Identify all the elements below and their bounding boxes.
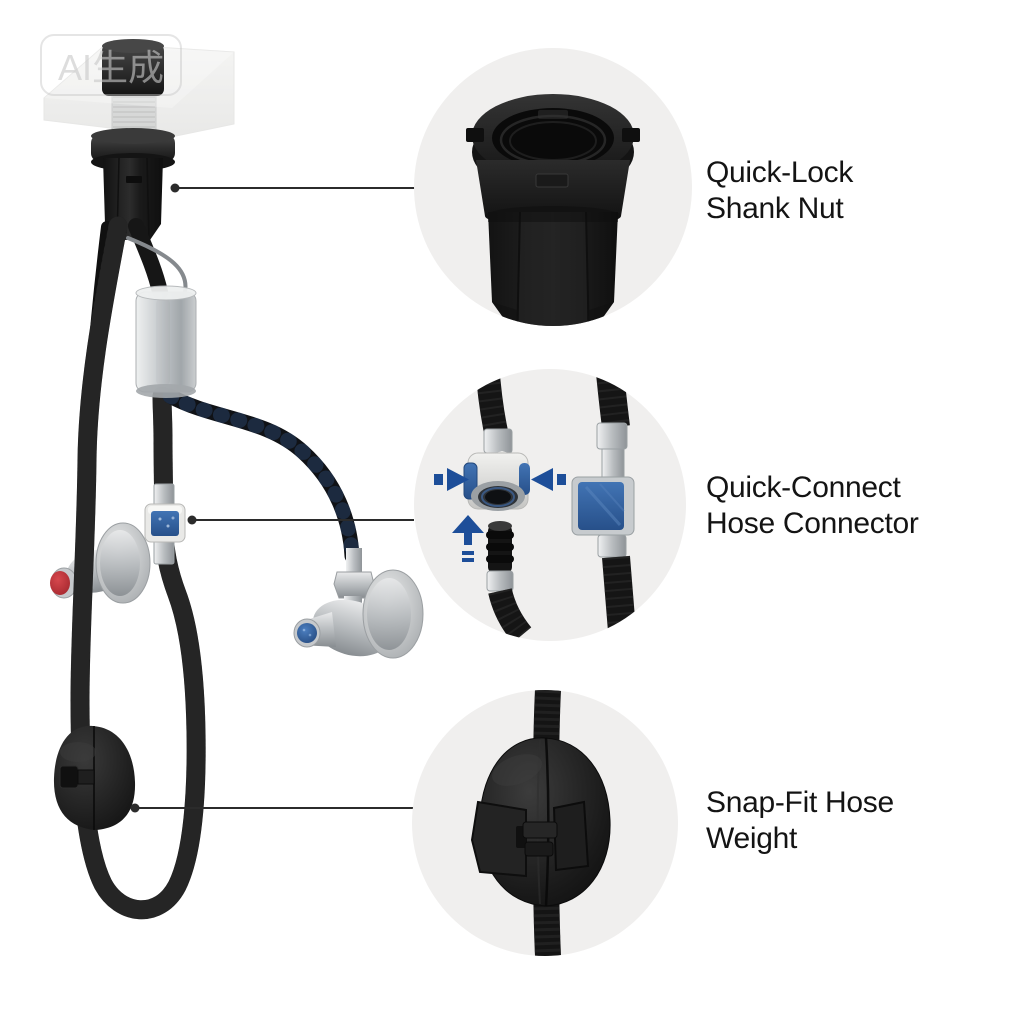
label-hose-connector: Quick-Connect Hose Connector bbox=[706, 470, 919, 542]
callout-circle-hose-weight bbox=[412, 690, 678, 956]
hose-weight-main bbox=[53, 725, 136, 830]
push-up-arrow-icon bbox=[452, 515, 484, 562]
shank-nut-detail bbox=[466, 94, 640, 326]
ai-generated-watermark: AI生成 bbox=[40, 34, 183, 96]
label-shank-nut-line2: Shank Nut bbox=[706, 192, 844, 225]
hot-indicator-cap bbox=[50, 571, 70, 595]
watermark-text: AI生成 bbox=[58, 47, 165, 88]
callout-circle-hose-connector bbox=[414, 369, 686, 641]
label-shank-nut: Quick-Lock Shank Nut bbox=[706, 155, 853, 227]
label-hose-weight: Snap-Fit Hose Weight bbox=[706, 785, 894, 857]
push-left-arrow-icon bbox=[531, 468, 566, 491]
snap-fit-weight-body bbox=[470, 737, 611, 907]
barbed-nipple bbox=[486, 521, 514, 592]
hot-water-valve bbox=[50, 522, 151, 604]
cold-water-valve bbox=[293, 548, 424, 659]
cold-supply-hose bbox=[162, 388, 360, 564]
label-hose-weight-line2: Weight bbox=[706, 822, 798, 855]
label-shank-nut-line1: Quick-Lock bbox=[706, 156, 854, 189]
connector-socket-cube bbox=[463, 451, 530, 511]
hose-connector-detail bbox=[434, 371, 636, 641]
inline-cylinder-housing bbox=[135, 285, 197, 398]
leader-lines bbox=[130, 183, 415, 813]
assembled-connector-block bbox=[571, 476, 635, 536]
label-hose-connector-line1: Quick-Connect bbox=[706, 471, 901, 504]
push-right-arrow-icon bbox=[434, 468, 469, 491]
cold-indicator-cap bbox=[297, 623, 317, 643]
hose-weight-detail bbox=[470, 690, 611, 956]
label-hose-weight-line1: Snap-Fit Hose bbox=[706, 786, 894, 819]
label-hose-connector-line2: Hose Connector bbox=[706, 507, 919, 540]
callout-circle-shank-nut bbox=[414, 48, 692, 326]
inline-quick-connector bbox=[144, 483, 186, 565]
faucet-body bbox=[102, 39, 164, 96]
